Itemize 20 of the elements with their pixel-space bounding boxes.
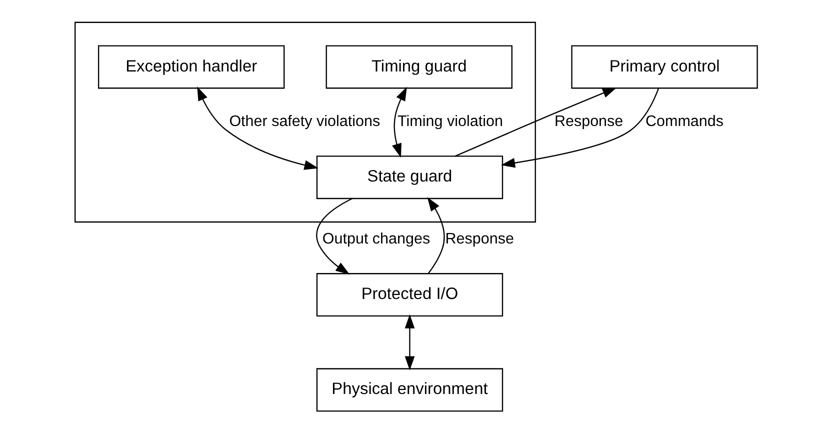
arrow — [426, 197, 444, 274]
cluster — [74, 22, 536, 223]
arrow — [454, 88, 616, 157]
node-box: Protected I/O — [316, 273, 503, 316]
arrow — [316, 198, 352, 274]
node-box: Timing guard — [325, 45, 512, 89]
arrow — [196, 86, 318, 170]
edge-label: Output changes — [322, 230, 430, 248]
node-box: Primary control — [570, 45, 758, 89]
arrow — [404, 314, 414, 370]
edge-label: Response — [444, 230, 514, 248]
edge-label: Commands — [645, 113, 723, 130]
arrow — [392, 86, 406, 158]
edge-label: Other safety violations — [228, 113, 380, 130]
arrow — [500, 88, 659, 168]
node-box: State guard — [316, 156, 503, 200]
node-box: Physical environment — [316, 368, 503, 412]
edge-label: Timing violation — [397, 113, 502, 130]
node-box: Exception handler — [97, 45, 284, 89]
edge-label: Response — [554, 113, 623, 130]
